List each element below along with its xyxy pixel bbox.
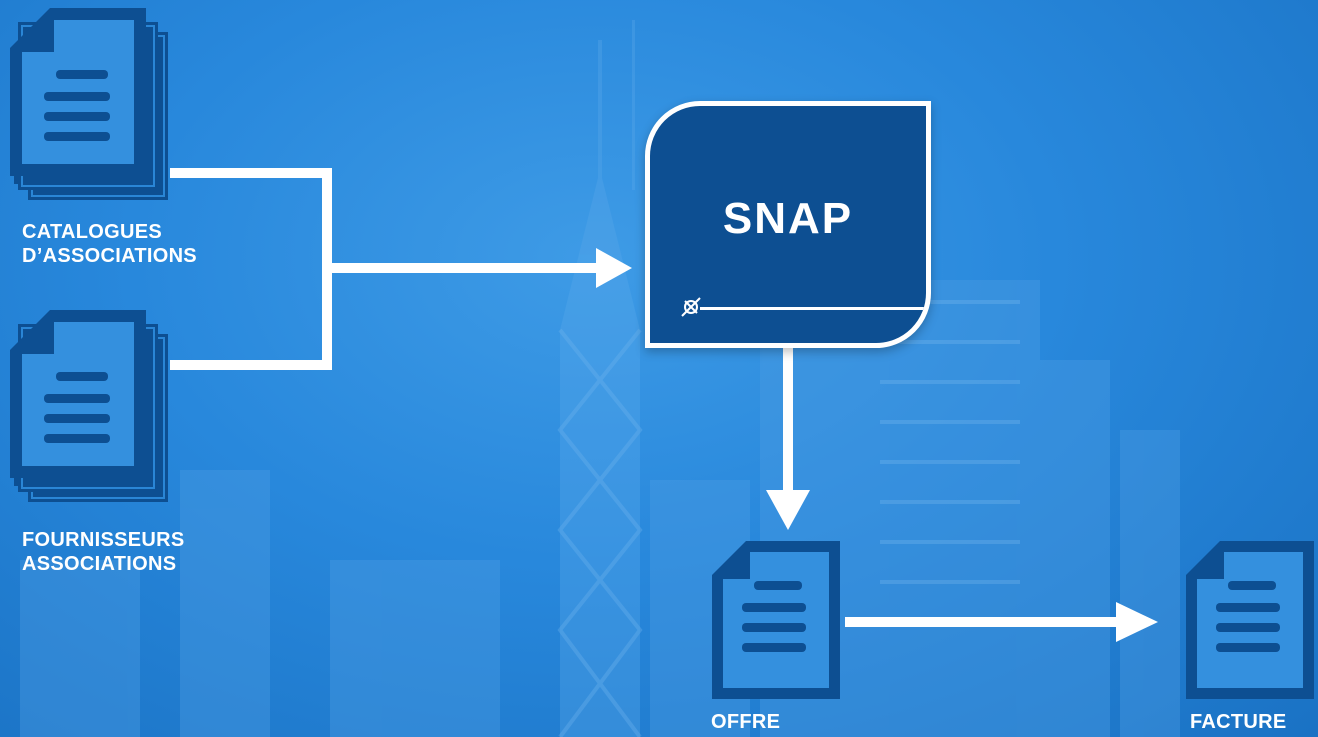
catalogues-label-line2: D’ASSOCIATIONS <box>22 245 197 267</box>
snap-process-box: SNAP <box>645 101 931 348</box>
merge-connector <box>170 168 598 370</box>
snap-underline <box>700 307 926 310</box>
arrow-to-snap <box>596 248 632 288</box>
catalogues-document-stack-icon <box>9 7 169 201</box>
fournisseurs-label-line1: FOURNISSEURS <box>22 529 185 551</box>
offre-document-icon <box>712 541 840 699</box>
catalogues-label-line1: CATALOGUES <box>22 221 163 243</box>
crosshair-logo-icon <box>681 297 701 317</box>
arrow-to-offre <box>766 490 810 530</box>
fournisseurs-document-stack-icon <box>9 309 169 503</box>
offre-label: OFFRE <box>711 711 781 733</box>
fournisseurs-label: FOURNISSEURS ASSOCIATIONS <box>22 528 185 576</box>
snap-title: SNAP <box>722 194 854 243</box>
facture-label: FACTURE <box>1190 711 1287 733</box>
catalogues-label: CATALOGUES D’ASSOCIATIONS <box>22 220 197 268</box>
arrow-to-facture <box>1116 602 1158 642</box>
fournisseurs-label-line2: ASSOCIATIONS <box>22 553 177 575</box>
facture-document-icon <box>1186 541 1314 699</box>
